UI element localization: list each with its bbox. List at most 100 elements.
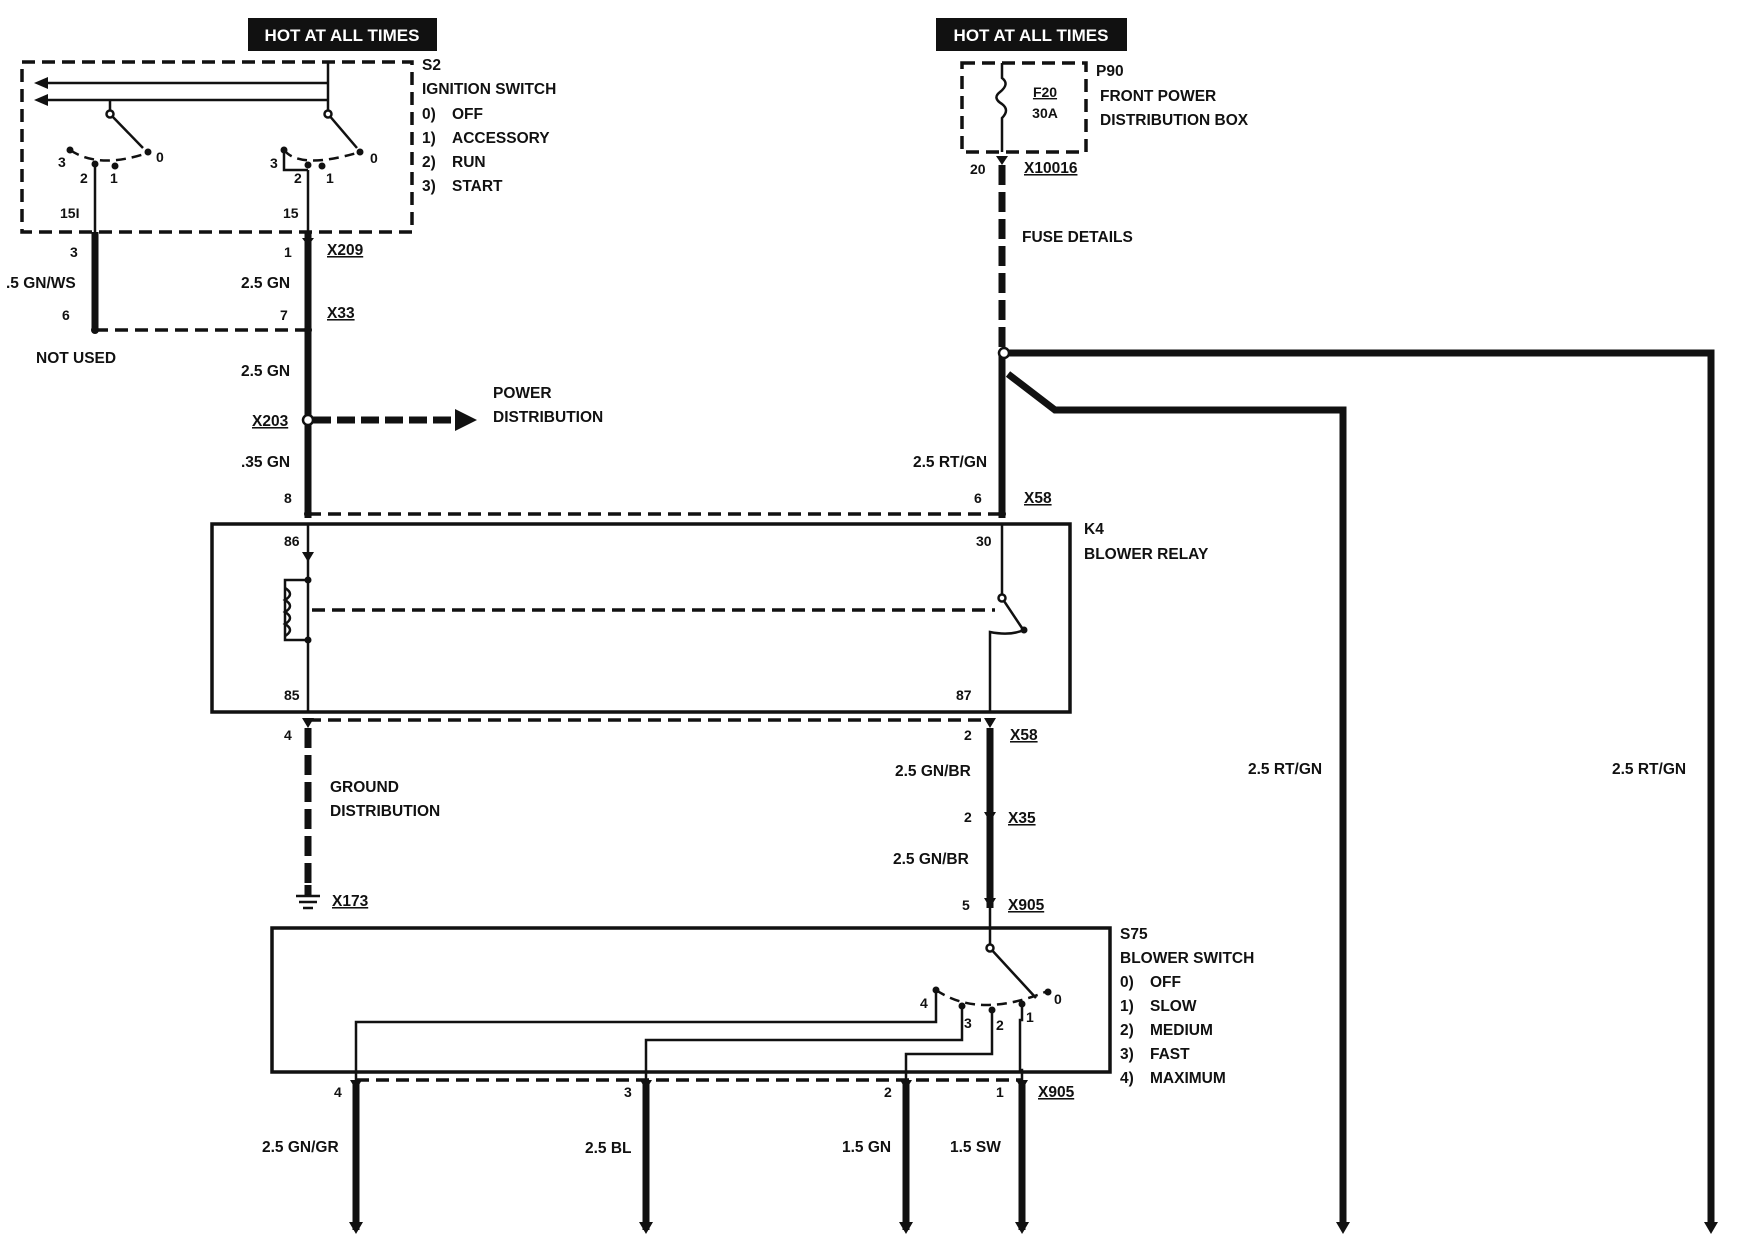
wire-15gn-label: 1.5 GN [842, 1139, 891, 1156]
x905-top-pin: 5 [962, 897, 970, 913]
ignition-contact-left-3 [66, 146, 74, 154]
blower-switch-pivot [985, 943, 995, 953]
ignition-contact-arc-left [69, 148, 151, 162]
x203-connector-label: X203 [252, 413, 289, 430]
ignition-contact-left-0 [144, 148, 152, 156]
x905-bottom-connector-label: X905 [1038, 1084, 1075, 1101]
x209-pin-arrow [302, 238, 314, 246]
x209-pin-right: 1 [284, 244, 292, 260]
ignition-pos-3-name: START [452, 178, 503, 195]
blower-switch-id: S75 [1120, 926, 1148, 943]
fuse-box-connector: X10016 [1024, 160, 1078, 177]
feed-splice-dot [997, 346, 1011, 360]
x905-pin-2-arrow [900, 1080, 912, 1090]
ignition-switch: 3 2 1 0 3 2 1 0 15I 15 S2 IGNITION SWITC… [20, 57, 556, 234]
x905-pin-4: 4 [334, 1084, 342, 1100]
blower-contact-2: 2 [996, 1017, 1004, 1033]
wire-rtgn-label: 2.5 RT/GN [913, 454, 987, 471]
blower-switch: 4 3 2 1 0 S75 BLOWER SWITCH 0) OFF 1) SL… [270, 908, 1254, 1087]
blower-contact-3: 3 [964, 1015, 972, 1031]
wire-bl-label: 2.5 BL [585, 1140, 632, 1157]
x905-pin-4-arrow [350, 1080, 362, 1090]
x905-top-pin-arrow [984, 898, 996, 908]
x58-top-right-dot [998, 510, 1006, 518]
ignition-wiper-left-pivot [105, 109, 115, 119]
ground-distribution: 4 GROUND DISTRIBUTION X173 [284, 727, 440, 910]
hot-banner-right: HOT AT ALL TIMES [936, 18, 1127, 51]
wire-035gn-label: .35 GN [241, 454, 290, 471]
x58-bottom-left-arrow [302, 718, 314, 728]
relay-contact-30 [1000, 524, 1024, 629]
x58-bottom-connector-label: X58 [1010, 727, 1038, 744]
ignition-contact-left-1 [111, 162, 119, 170]
wire-gnbr-label-b: 2.5 GN/BR [893, 851, 969, 868]
not-used-label: NOT USED [36, 350, 116, 367]
ignition-wiper-left [108, 100, 144, 149]
blower-contact-1: 1 [1026, 1009, 1034, 1025]
x209-connector-label: X209 [327, 242, 364, 259]
x58-connector-label: X58 [1024, 490, 1052, 507]
ignition-switch-housing [20, 60, 414, 234]
blower-pos-4: 4) [1120, 1070, 1134, 1087]
ignition-left-contact-3: 3 [58, 154, 66, 170]
blower-contact-0-dot [1044, 988, 1052, 996]
ignition-left-contact-0: 0 [156, 149, 164, 165]
blower-contact-4: 4 [920, 995, 928, 1011]
relay-name: BLOWER RELAY [1084, 546, 1209, 563]
fuse-box-name-2: DISTRIBUTION BOX [1100, 112, 1249, 129]
x905-pin-2: 2 [884, 1084, 892, 1100]
x35-connector-label: X35 [1008, 810, 1036, 827]
wire-gngr-label: 2.5 GN/GR [262, 1139, 339, 1156]
x33-pin-right-dot [304, 326, 312, 334]
x58-pin-bottom-right: 2 [964, 727, 972, 743]
fuse-box-housing [960, 61, 1088, 154]
ignition-terminal-151: 15I [60, 205, 79, 221]
ignition-contact-arc-right [283, 149, 361, 162]
relay-coil-diode [302, 552, 314, 562]
blower-lead-3 [644, 1006, 964, 1080]
blower-pos-4-name: MAXIMUM [1150, 1070, 1226, 1087]
wire-15sw-end-arrow [1015, 1222, 1029, 1234]
x10016-pin-arrow [996, 156, 1008, 165]
ignition-pos-0-name: OFF [452, 106, 483, 123]
wire-gnbr-label-a: 2.5 GN/BR [895, 763, 971, 780]
ignition-pos-3: 3) [422, 178, 436, 195]
wire-bl-end-arrow [639, 1222, 653, 1234]
relay-contact-87 [988, 628, 1025, 712]
branch-far-end-arrow [1704, 1222, 1718, 1234]
relay-terminal-85: 85 [284, 687, 300, 703]
x33-pin-left: 6 [62, 307, 70, 323]
ignition-pos-2-name: RUN [452, 154, 486, 171]
ignition-pos-1: 1) [422, 130, 436, 147]
power-distribution-arrow [455, 409, 477, 431]
fuse-box-id: P90 [1096, 63, 1124, 80]
blower-pos-1: 1) [1120, 998, 1134, 1015]
x58-pin-left: 8 [284, 490, 292, 506]
hot-banner-right-label: HOT AT ALL TIMES [954, 26, 1109, 45]
wire-rtgn-branch-near-label: 2.5 RT/GN [1248, 761, 1322, 778]
ignition-contact-right-2 [304, 161, 312, 169]
ground-distribution-line1: GROUND [330, 779, 399, 796]
relay-coil-bottom-dot [304, 636, 312, 644]
blower-lead-4 [354, 990, 938, 1080]
relay-output-wiring: 2 X58 2.5 GN/BR 2 X35 2.5 GN/BR 5 X905 [893, 727, 1045, 914]
ignition-wiper-right [327, 113, 358, 149]
wire-25gn-label-a: 2.5 GN [241, 275, 290, 292]
x203-splice-dot [301, 413, 315, 427]
ignition-right-contact-3: 3 [270, 155, 278, 171]
fuse-box-name-1: FRONT POWER [1100, 88, 1216, 105]
blower-switch-name: BLOWER SWITCH [1120, 950, 1254, 967]
relay-terminal-87: 87 [956, 687, 972, 703]
wire-rtgn-branch-near [1005, 371, 1347, 1228]
ground-symbol [296, 894, 320, 910]
ignition-contact-right-0 [356, 148, 364, 156]
power-distribution-line1: POWER [493, 385, 552, 402]
relay-id: K4 [1084, 521, 1104, 538]
relay-terminal-86: 86 [284, 533, 300, 549]
relay-coil-top-dot [304, 576, 312, 584]
relay-terminal-30: 30 [976, 533, 992, 549]
x58-top-left-dot [304, 510, 312, 518]
ignition-pos-1-name: ACCESSORY [452, 130, 550, 147]
hot-banner-left-label: HOT AT ALL TIMES [265, 26, 420, 45]
